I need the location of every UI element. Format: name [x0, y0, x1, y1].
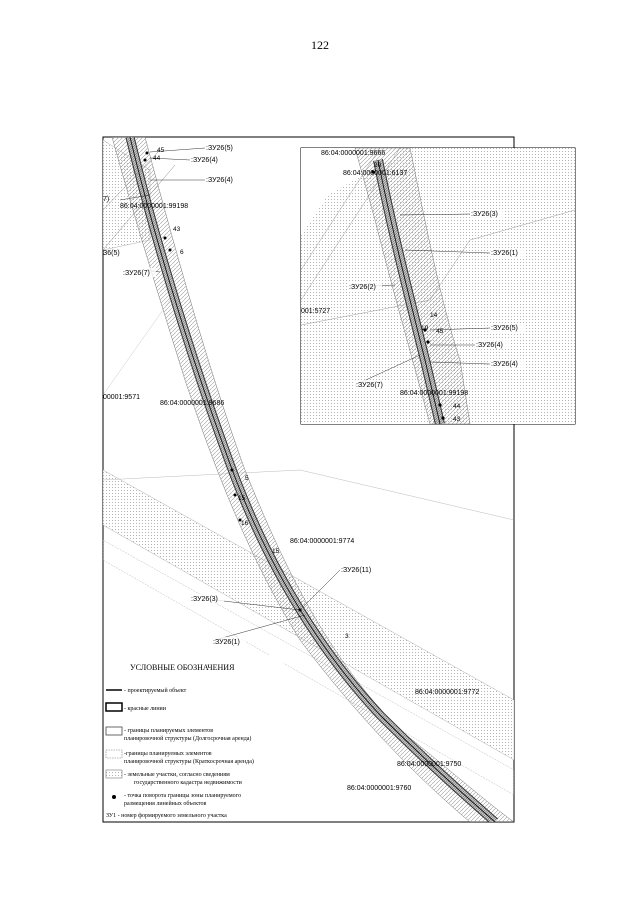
parcel-label: 86:04:0000001:9686 — [160, 400, 224, 407]
legend-item-text: - красные линии — [124, 706, 167, 712]
point-number: 20 — [374, 162, 382, 169]
point-number: 16 — [241, 520, 249, 527]
parcel-label: 86:04:0000001:9666 — [321, 150, 385, 157]
parcel-label: 86:04:0000001:99198 — [400, 390, 468, 397]
zu-label: :ЗУ26(5) — [206, 145, 233, 152]
point-number: 5 — [245, 475, 249, 482]
zu-label: :ЗУ26(4) — [191, 157, 218, 164]
point-number: 43 — [173, 226, 181, 233]
inset-map: 86:04:0000001:9666 86:04:0000001:6137 00… — [301, 148, 575, 424]
point-number: 44 — [453, 403, 461, 410]
legend-item-text: - точка поворота границы зоны планируемо… — [124, 793, 241, 799]
point-number: 45 — [436, 328, 444, 335]
parcel-label: 86:04:0000001:9760 — [347, 785, 411, 792]
zu-label: З6(5) — [103, 250, 120, 257]
parcel-label: 86:04:0000001:9774 — [290, 538, 354, 545]
parcel-label: 001:5727 — [301, 308, 330, 315]
zu-label: :ЗУ26(7) — [356, 382, 383, 389]
point-number: 14 — [430, 312, 438, 319]
point-number: 3 — [345, 633, 349, 640]
zu-label: :ЗУ26(5) — [491, 325, 518, 332]
legend-item-text: планировочной структуры (Краткосрочная а… — [124, 758, 254, 765]
legend-item-text: - границы планируемых элементов — [124, 728, 213, 734]
legend-item-text: размещения линейных объектов — [124, 800, 206, 807]
point-number: 6 — [180, 249, 184, 256]
zu-label: :ЗУ26(4) — [491, 361, 518, 368]
zu-label: 7) — [103, 196, 109, 203]
point-number: 15 — [272, 548, 280, 555]
point-number: 44 — [153, 155, 161, 162]
page-number: 122 — [311, 38, 329, 52]
zu-label: :ЗУ26(7) — [123, 270, 150, 277]
parcel-label: 86:04:0000001:9750 — [397, 761, 461, 768]
legend-item-text: - земельные участки, согласно сведениям — [124, 772, 230, 778]
zu-label: :ЗУ26(11) — [341, 567, 371, 574]
legend-item-text: - проектируемый объект — [124, 687, 187, 694]
zu-label: :ЗУ26(1) — [213, 639, 240, 646]
zu-label: :ЗУ26(3) — [471, 211, 498, 218]
zu-label: :ЗУ26(3) — [191, 596, 218, 603]
point-number: 45 — [157, 147, 165, 154]
zu-label: :ЗУ26(4) — [476, 342, 503, 349]
zu-label: :ЗУ26(2) — [349, 284, 376, 291]
point-number: 43 — [453, 416, 461, 423]
legend: УСЛОВНЫЕ ОБОЗНАЧЕНИЯ - проектируемый объ… — [104, 655, 284, 821]
parcel-label: 86:04:0000001:99198 — [120, 203, 188, 210]
zu-label: :ЗУ26(4) — [206, 177, 233, 184]
legend-title: УСЛОВНЫЕ ОБОЗНАЧЕНИЯ — [130, 663, 235, 672]
legend-item-text: государственного кадастра недвижимости — [134, 780, 243, 786]
legend-item-text: ЗУ1 - номер формируемого земельного учас… — [106, 812, 227, 819]
parcel-label: 86:04:0000001:6137 — [343, 170, 407, 177]
parcel-label: 00001:9571 — [103, 394, 140, 401]
parcel-label: 86:04:0000001:9772 — [415, 689, 479, 696]
legend-item-text: -границы планируемых элементов — [124, 751, 212, 757]
main-map: 86:04:0000001:99198 00001:9571 86:04:000… — [103, 137, 514, 822]
zu-label: :ЗУ26(1) — [491, 250, 518, 257]
point-number: 15 — [238, 495, 246, 502]
legend-item-text: планировочной структуры (Долгосрочная ар… — [124, 735, 251, 742]
